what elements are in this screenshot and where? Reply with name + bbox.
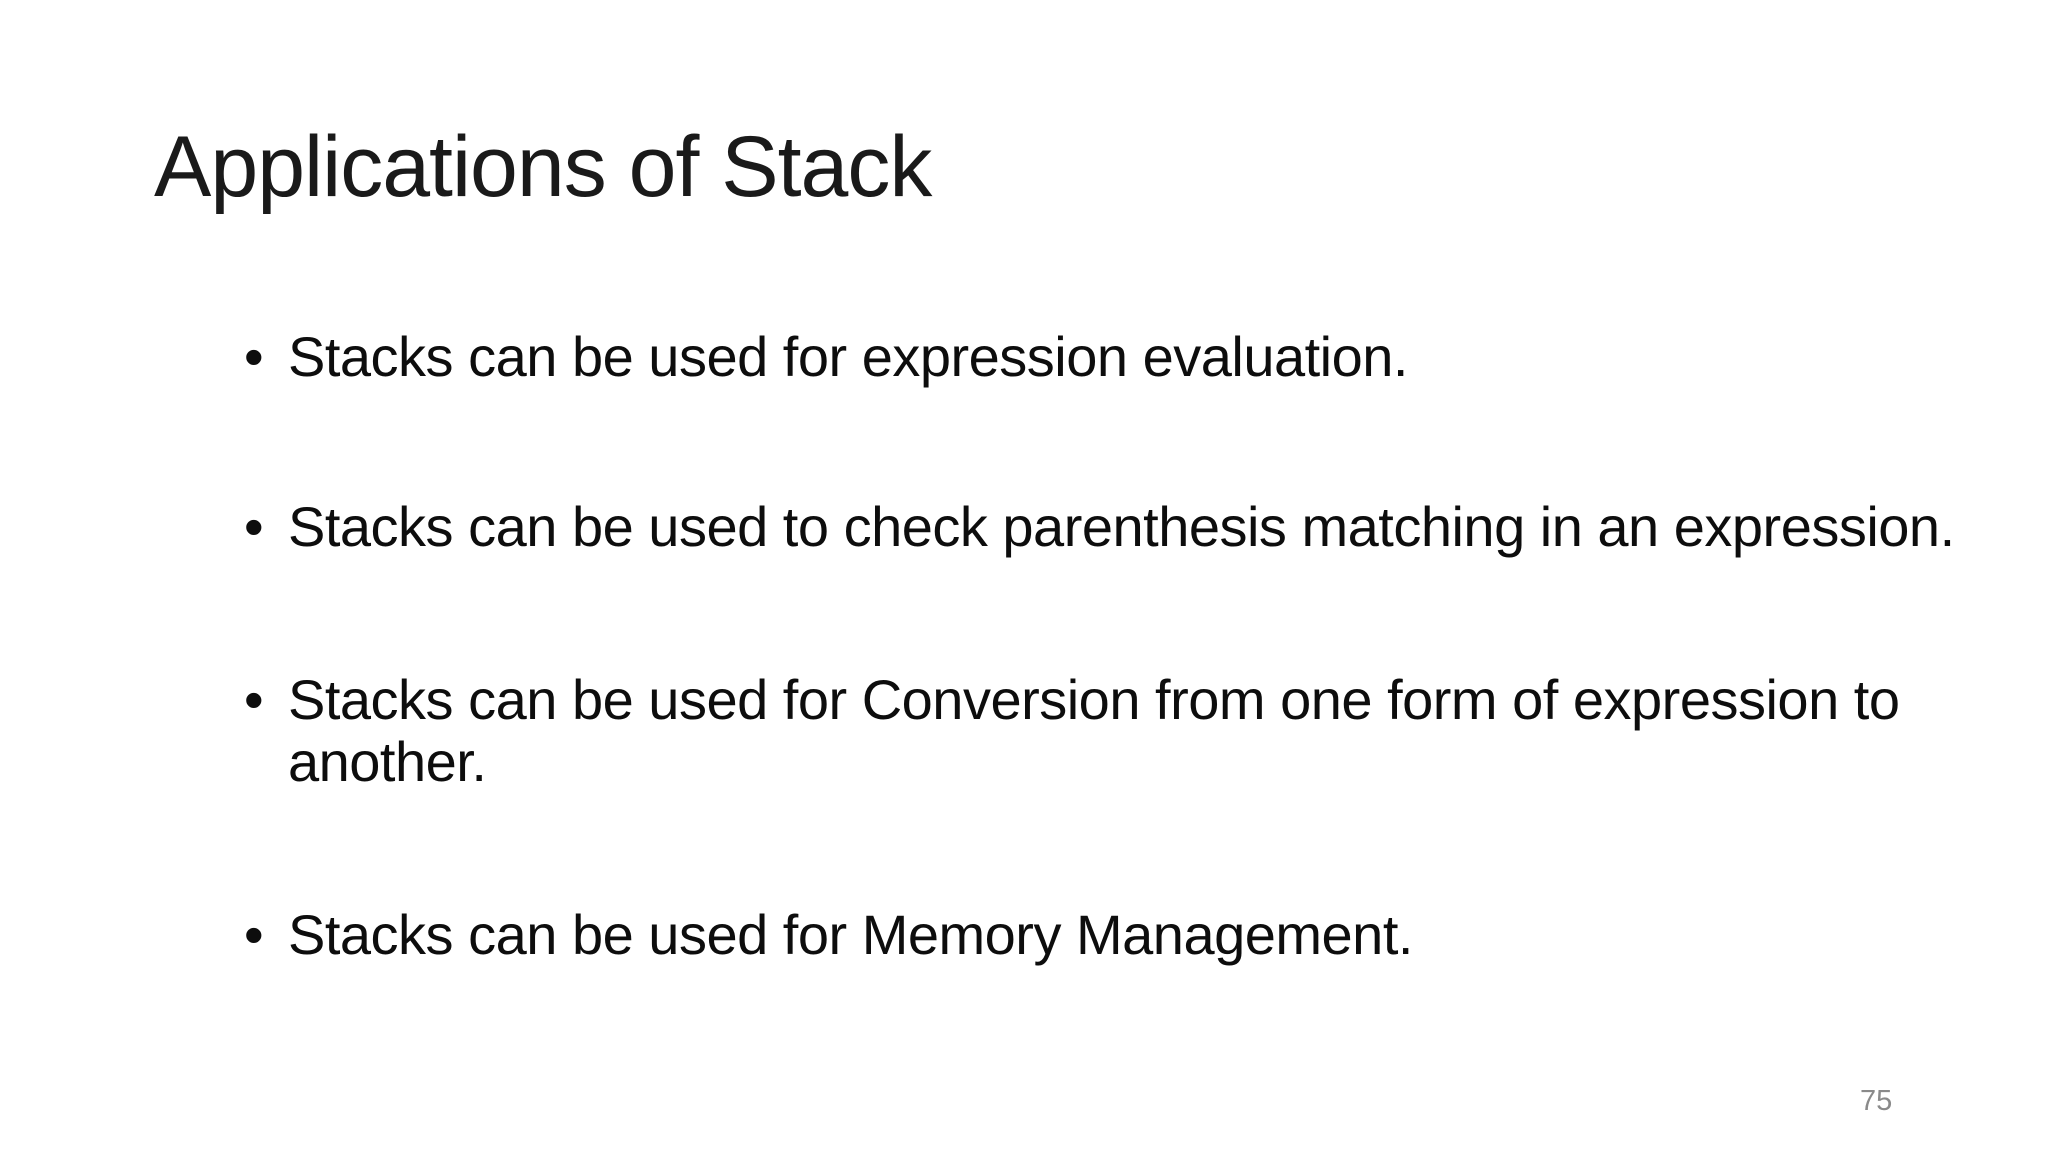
page-number: 75 <box>1860 1085 1893 1117</box>
slide-title: Applications of Stack <box>154 119 932 215</box>
list-item: • Stacks can be used for Conversion from… <box>244 669 2028 793</box>
list-item: • Stacks can be used for Memory Manageme… <box>244 904 2028 966</box>
bullet-icon: • <box>244 325 264 388</box>
bullet-icon: • <box>244 668 264 731</box>
list-item: • Stacks can be used to check parenthesi… <box>244 496 2028 558</box>
bullet-text: Stacks can be used for expression evalua… <box>288 325 1408 388</box>
bullet-icon: • <box>244 903 264 966</box>
bullet-text: Stacks can be used for Memory Management… <box>288 903 1413 966</box>
bullet-text: Stacks can be used to check parenthesis … <box>288 495 1955 558</box>
bullet-text: Stacks can be used for Conversion from o… <box>288 668 1900 793</box>
bullet-icon: • <box>244 495 264 558</box>
list-item: • Stacks can be used for expression eval… <box>244 326 2028 388</box>
